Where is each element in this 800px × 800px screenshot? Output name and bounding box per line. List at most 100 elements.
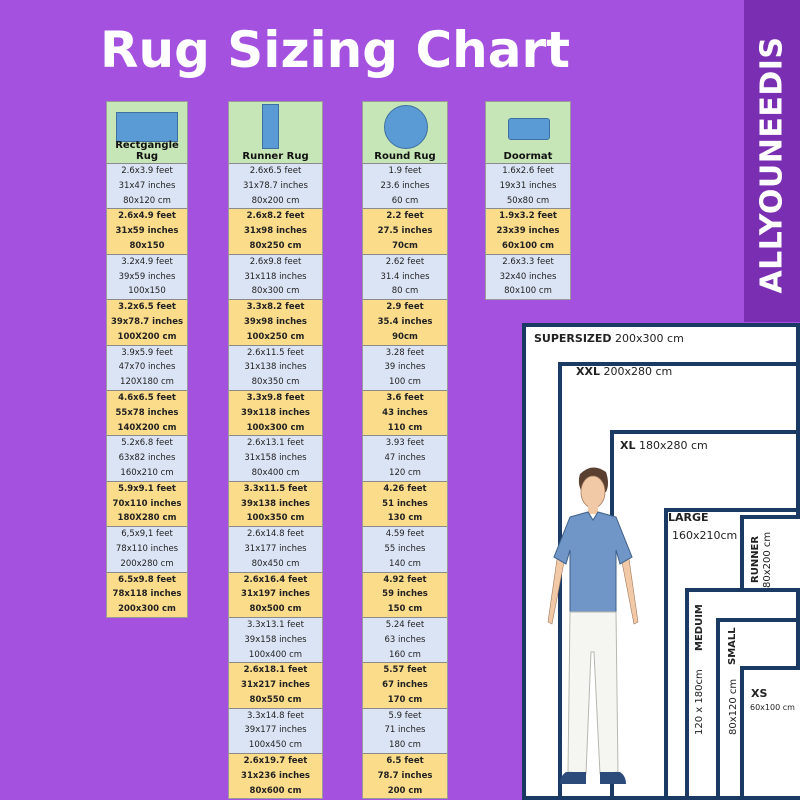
size-inches: 31x177 inches	[244, 543, 307, 554]
page-title: Rug Sizing Chart	[100, 21, 571, 79]
size-dims: 60x100 cm	[750, 703, 795, 712]
size-cm: 70cm	[392, 240, 418, 251]
size-inches: 31x47 inches	[118, 180, 176, 191]
size-cm: 100 cm	[389, 377, 421, 388]
size-name: SUPERSIZED	[534, 332, 612, 345]
size-feet: 2.6x8.2 feet	[246, 211, 305, 222]
brand-banner: ALLYOUNEEDIS	[744, 0, 800, 322]
size-name: LARGE	[668, 511, 709, 524]
size-name: XXL	[576, 365, 600, 378]
size-cm: 80x150	[129, 240, 165, 251]
column-header: Runner Rug	[229, 102, 322, 164]
label-xl: XL 180x280 cm	[620, 439, 708, 452]
size-feet: 6,5x9,1 feet	[121, 529, 173, 540]
size-inches: 39x98 inches	[244, 316, 307, 327]
rectangle-rug-icon	[116, 112, 178, 142]
size-inches: 31x236 inches	[241, 770, 310, 781]
size-feet: 2.6x9.8 feet	[249, 256, 302, 267]
size-dims: 160x210cm	[672, 529, 738, 542]
size-inches: 51 inches	[382, 498, 428, 509]
size-feet: 2.9 feet	[386, 302, 424, 313]
size-name: XS	[751, 687, 768, 700]
size-feet: 1.9x3.2 feet	[499, 211, 557, 222]
size-inches: 31x197 inches	[241, 589, 310, 600]
size-inches: 78x110 inches	[115, 543, 179, 554]
size-inches: 31x158 inches	[244, 453, 307, 464]
size-feet: 6.5 feet	[386, 756, 424, 767]
size-feet: 3.2x4.9 feet	[121, 256, 173, 267]
size-feet: 2.2 feet	[386, 211, 424, 222]
size-inches: 39x177 inches	[244, 725, 307, 736]
label-supersized: SUPERSIZED 200x300 cm	[534, 332, 684, 345]
size-cm: 80x550 cm	[249, 694, 302, 705]
size-inches: 39x118 inches	[241, 407, 310, 418]
size-group: 6,5x9,1 feet 78x110 inches 200x280 cm	[107, 527, 187, 573]
size-name: MEDUIM	[694, 604, 705, 651]
size-cm: 120 cm	[389, 467, 421, 478]
size-inches: 39x158 inches	[244, 634, 307, 645]
column-header: Doormat	[486, 102, 570, 164]
size-dims: 180x280 cm	[639, 439, 708, 452]
size-name: SMALL	[727, 627, 738, 665]
size-inches: 27.5 inches	[377, 226, 433, 237]
size-cm: 80x500 cm	[249, 604, 302, 615]
size-cm: 200x300 cm	[118, 604, 176, 615]
size-feet: 5.24 feet	[385, 619, 425, 630]
size-inches: 31x78.7 inches	[243, 180, 308, 191]
size-group: 3.3x14.8 feet 39x177 inches 100x450 cm	[229, 708, 322, 755]
size-feet: 2.6x3.9 feet	[121, 166, 173, 176]
size-cm: 80x350 cm	[251, 377, 300, 388]
runner-rug-icon	[262, 104, 279, 149]
doormat-icon	[508, 118, 550, 140]
person-scale-figure	[547, 467, 639, 784]
size-inches: 32x40 inches	[499, 271, 557, 282]
size-cm: 110 cm	[387, 422, 423, 433]
size-cm: 200 cm	[387, 785, 423, 796]
column-title: Runner Rug	[242, 151, 309, 162]
size-feet: 5.9x9.1 feet	[118, 483, 176, 494]
size-feet: 2.6x11.5 feet	[247, 347, 304, 358]
label-runner-dims: 80x200 cm	[762, 532, 773, 588]
size-cm: 80x400 cm	[251, 467, 300, 478]
size-feet: 3.3x14.8 feet	[247, 710, 304, 721]
size-inches: 35.4 inches	[377, 316, 433, 327]
size-feet: 3.9x5.9 feet	[121, 347, 173, 358]
size-inches: 78.7 inches	[377, 770, 433, 781]
size-cm: 200x280 cm	[120, 558, 174, 569]
column-title: Doormat	[503, 151, 553, 162]
size-cm: 80x300 cm	[251, 286, 300, 297]
column-header: Round Rug	[363, 102, 447, 164]
size-inches: 19x31 inches	[499, 180, 557, 191]
size-comparison-diagram: SUPERSIZED 200x300 cm XXL 200x280 cm XL …	[522, 323, 800, 800]
size-inches: 39x78.7 inches	[110, 316, 184, 327]
size-cm: 80x600 cm	[249, 785, 302, 796]
label-large-dims: 160x210cm	[672, 529, 737, 542]
size-dims: 120 x 180cm	[694, 669, 705, 735]
size-cm: 140 cm	[389, 558, 421, 569]
size-cm: 100x250 cm	[246, 331, 305, 342]
size-cm: 80x200 cm	[251, 195, 300, 206]
size-cm: 100x450 cm	[248, 740, 303, 751]
size-feet: 4.26 feet	[383, 483, 427, 494]
label-xs-name: XS	[751, 687, 767, 700]
